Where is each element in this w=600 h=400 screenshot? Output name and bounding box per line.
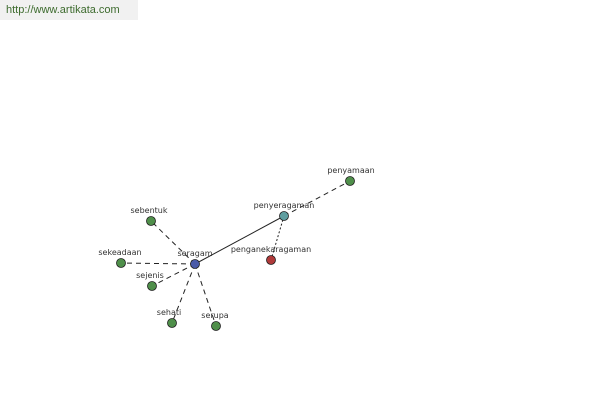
node-label-serupa[interactable]: serupa	[201, 311, 229, 320]
node-dot-penyeragaman[interactable]	[279, 211, 289, 221]
node-label-sekeadaan[interactable]: sekeadaan	[98, 248, 141, 257]
edge-seragam-penyeragaman	[194, 215, 285, 265]
node-label-sejenis[interactable]: sejenis	[136, 271, 164, 280]
node-label-sehati[interactable]: sehati	[157, 308, 181, 317]
nodes-layer: seragam penyeragaman penyamaan penganekarag…	[98, 166, 375, 331]
edge-seragam-sekeadaan	[120, 262, 196, 265]
node-dot-penganekaragaman[interactable]	[266, 255, 276, 265]
edge-seragam-sehati	[171, 263, 196, 324]
node-penganekaragaman[interactable]: penganekaragaman	[231, 245, 311, 265]
node-penyamaan[interactable]: penyamaan	[327, 166, 375, 186]
node-sehati[interactable]: sehati	[157, 308, 181, 328]
node-label-penyeragaman[interactable]: penyeragaman	[254, 201, 315, 210]
node-dot-penyamaan[interactable]	[345, 176, 355, 186]
edges-layer	[120, 180, 351, 327]
node-sejenis[interactable]: sejenis	[136, 271, 164, 291]
node-dot-sebentuk[interactable]	[146, 216, 156, 226]
node-dot-sehati[interactable]	[167, 318, 177, 328]
node-label-penyamaan[interactable]: penyamaan	[327, 166, 374, 175]
node-sekeadaan[interactable]: sekeadaan	[98, 248, 142, 268]
node-seragam[interactable]: seragam	[177, 249, 213, 269]
node-dot-sekeadaan[interactable]	[116, 258, 126, 268]
node-penyeragaman[interactable]: penyeragaman	[254, 201, 315, 221]
source-url-link[interactable]: http://www.artikata.com	[0, 0, 138, 20]
edge-penyeragaman-penyamaan	[283, 180, 351, 217]
edge-seragam-sejenis	[151, 263, 196, 287]
node-label-penganekaragaman[interactable]: penganekaragaman	[231, 245, 311, 254]
node-serupa[interactable]: serupa	[201, 311, 229, 331]
edge-seragam-serupa	[194, 263, 217, 327]
node-label-sebentuk[interactable]: sebentuk	[131, 206, 168, 215]
node-sebentuk[interactable]: sebentuk	[131, 206, 168, 226]
edge-seragam-sebentuk	[150, 220, 196, 265]
node-dot-sejenis[interactable]	[147, 281, 157, 291]
node-dot-serupa[interactable]	[211, 321, 221, 331]
node-label-seragam[interactable]: seragam	[177, 249, 212, 258]
node-dot-seragam[interactable]	[190, 259, 200, 269]
